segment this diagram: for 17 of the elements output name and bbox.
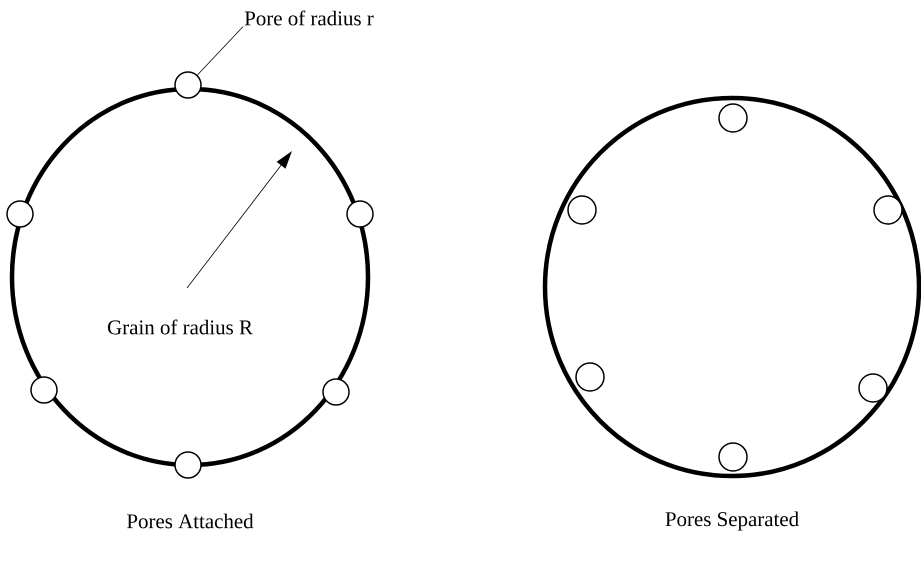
pore-circle (873, 195, 903, 225)
pore-circle (174, 71, 202, 99)
node-label: Pores Attached (127, 514, 254, 528)
pore-circle (6, 200, 34, 228)
pore-circle (346, 200, 374, 228)
leader-line (197, 26, 244, 76)
pore-circle (322, 378, 350, 406)
pore-circle (567, 195, 597, 225)
pore-circle (718, 103, 748, 133)
pore-circle (174, 451, 202, 479)
pore-label: Pore of radius r (244, 10, 374, 26)
grain-circle (542, 96, 921, 478)
pore-circle (30, 376, 58, 404)
pore-circle (718, 442, 748, 472)
node-label: Pores Separated (666, 512, 799, 530)
pore-circle (575, 362, 605, 392)
pore-circle (858, 373, 888, 403)
